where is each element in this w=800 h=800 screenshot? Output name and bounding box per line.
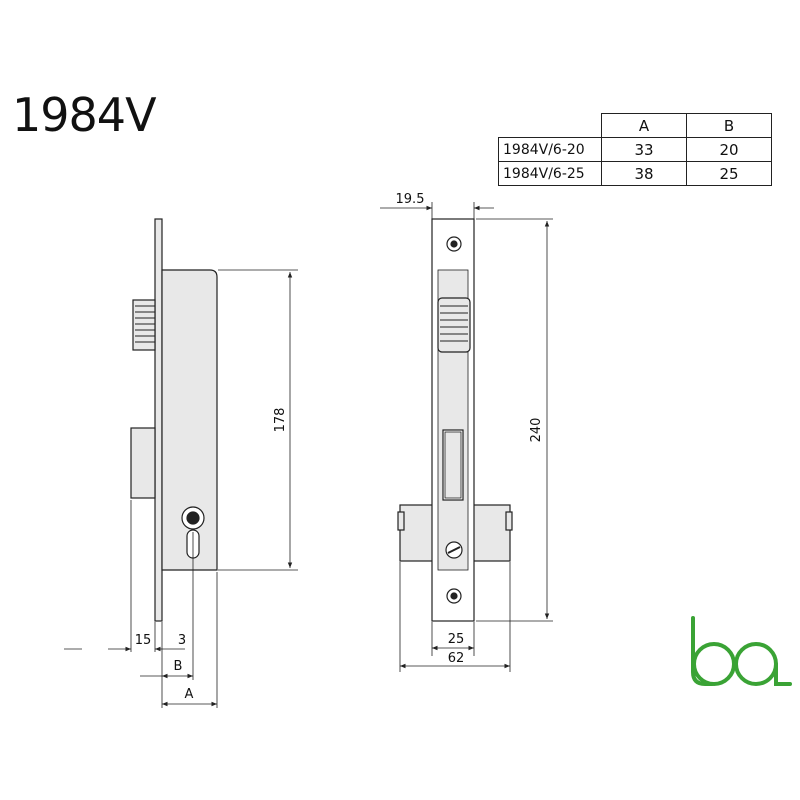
front-latch [437,297,471,353]
height-240-label: 240 [529,418,544,443]
side-view [130,218,218,622]
height-178-label: 178 [273,408,288,433]
model-cell: 1984V/6-25 [498,161,602,186]
faceplate [154,218,163,622]
deadbolt [130,427,156,499]
front-dimension-lines [380,202,553,672]
dim-15-label: 15 [135,633,152,648]
screw-hole [450,240,458,248]
width-19-5-label: 19.5 [396,192,425,207]
table-header-row: A B [498,113,772,138]
table-row: 1984V/6-25 38 25 [498,161,772,186]
screw-slot [447,546,461,554]
front-view [397,218,513,622]
side-dimension-lines [64,269,298,708]
screw-hole [450,592,458,600]
dim-3-label: 3 [178,633,186,648]
column-header-a: A [601,113,687,138]
dimension-table: A B 1984V/6-20 33 20 1984V/6-25 38 25 [498,113,772,186]
table-corner-cell [498,113,602,138]
cylinder-core [186,511,200,525]
value-b-cell: 25 [686,161,772,186]
product-title: 1984V [12,88,157,142]
model-cell: 1984V/6-20 [498,137,602,162]
deadbolt-tongue [444,431,462,499]
width-25-label: 25 [448,632,465,647]
latch-ribs [135,305,155,343]
dim-a-label: A [185,687,194,702]
bal-logo-icon [691,616,792,686]
value-a-cell: 38 [601,161,687,186]
dim-b-label: B [174,659,183,674]
lock-body [161,269,218,571]
bar-end-left [397,511,405,531]
column-header-b: B [686,113,772,138]
bar-end-right [505,511,513,531]
front-latch-ribs [440,305,468,342]
width-62-label: 62 [448,651,465,666]
